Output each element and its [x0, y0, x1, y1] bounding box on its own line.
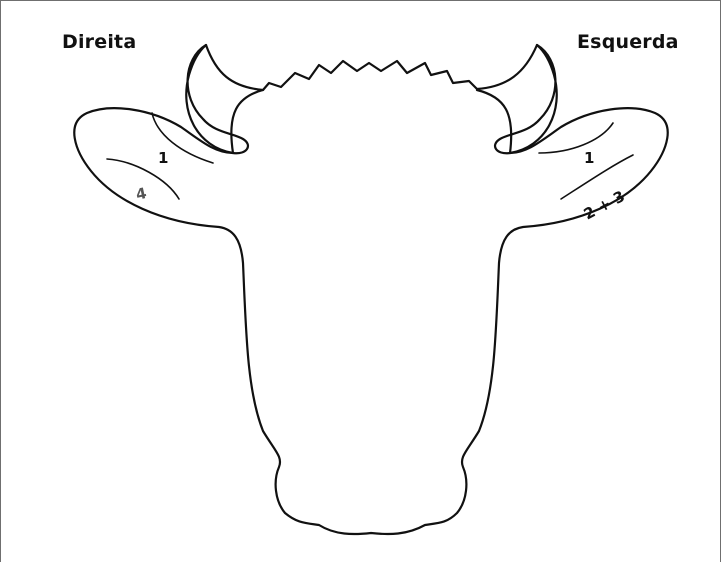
left-ear-mark-line-upper — [539, 123, 613, 153]
right-ear-bottom-mark: 4 — [134, 184, 148, 204]
left-ear-top-mark: 1 — [584, 149, 594, 167]
right-ear-top-mark: 1 — [158, 149, 168, 167]
left-ear-bottom-mark: 2 + 3 — [581, 187, 628, 223]
forehead-tuft — [206, 45, 537, 90]
